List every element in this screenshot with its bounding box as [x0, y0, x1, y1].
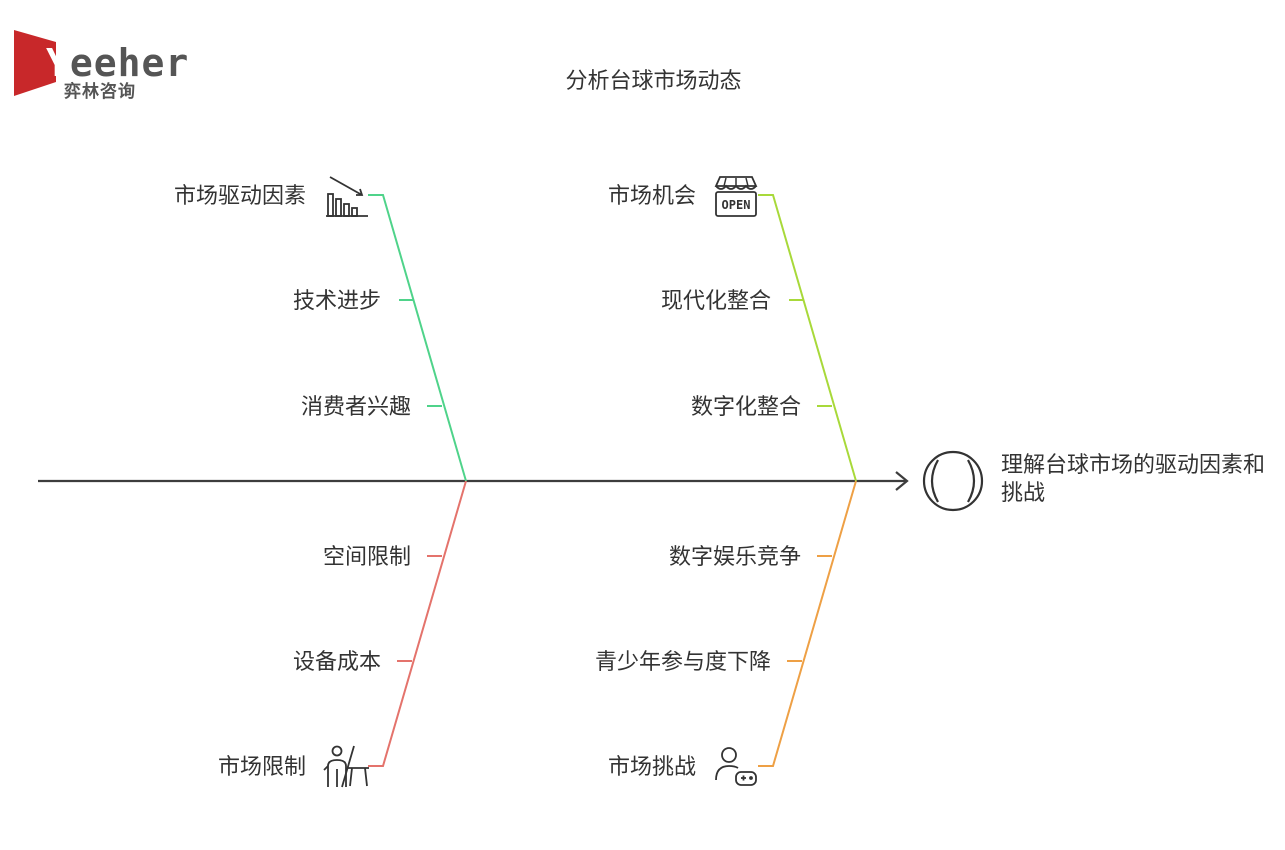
billiards-player-icon: [323, 745, 369, 788]
billiard-ball-icon: [922, 450, 984, 512]
opportunities-item-1: 现代化整合: [661, 289, 771, 314]
svg-text:OPEN: OPEN: [722, 198, 751, 212]
logo-wordmark: Yeeher: [46, 41, 190, 85]
branch-opportunities: 市场机会 现代化整合 数字化整合 OPEN: [608, 176, 857, 482]
gamer-controller-icon: [715, 747, 757, 786]
logo-subtitle: 弈林咨询: [64, 82, 136, 102]
diagram-title: 分析台球市场动态: [565, 69, 742, 94]
category-challenges-label: 市场挑战: [608, 755, 696, 780]
open-shop-icon: OPEN: [714, 176, 758, 217]
limits-item-1: 空间限制: [323, 545, 411, 570]
branch-limits: 空间限制 设备成本 市场限制: [218, 480, 467, 788]
drivers-item-1: 技术进步: [293, 289, 381, 314]
challenges-item-2: 青少年参与度下降: [595, 650, 771, 675]
limits-item-2: 设备成本: [293, 650, 381, 675]
opportunities-item-2: 数字化整合: [691, 395, 801, 420]
yeeher-logo: Yeeher 弈林咨询: [10, 26, 188, 102]
spine: [38, 471, 909, 491]
challenges-item-1: 数字娱乐竞争: [669, 545, 801, 570]
category-limits-label: 市场限制: [218, 755, 306, 780]
declining-bar-chart-icon: [326, 176, 368, 217]
head-label: 理解台球市场的驱动因素和挑战: [1001, 453, 1266, 506]
category-drivers-label: 市场驱动因素: [174, 184, 306, 209]
category-opportunities-label: 市场机会: [608, 184, 696, 209]
branch-drivers: 市场驱动因素 技术进步 消费者兴趣: [174, 176, 467, 482]
drivers-item-2: 消费者兴趣: [301, 395, 411, 420]
branch-challenges: 数字娱乐竞争 青少年参与度下降 市场挑战: [595, 480, 857, 786]
